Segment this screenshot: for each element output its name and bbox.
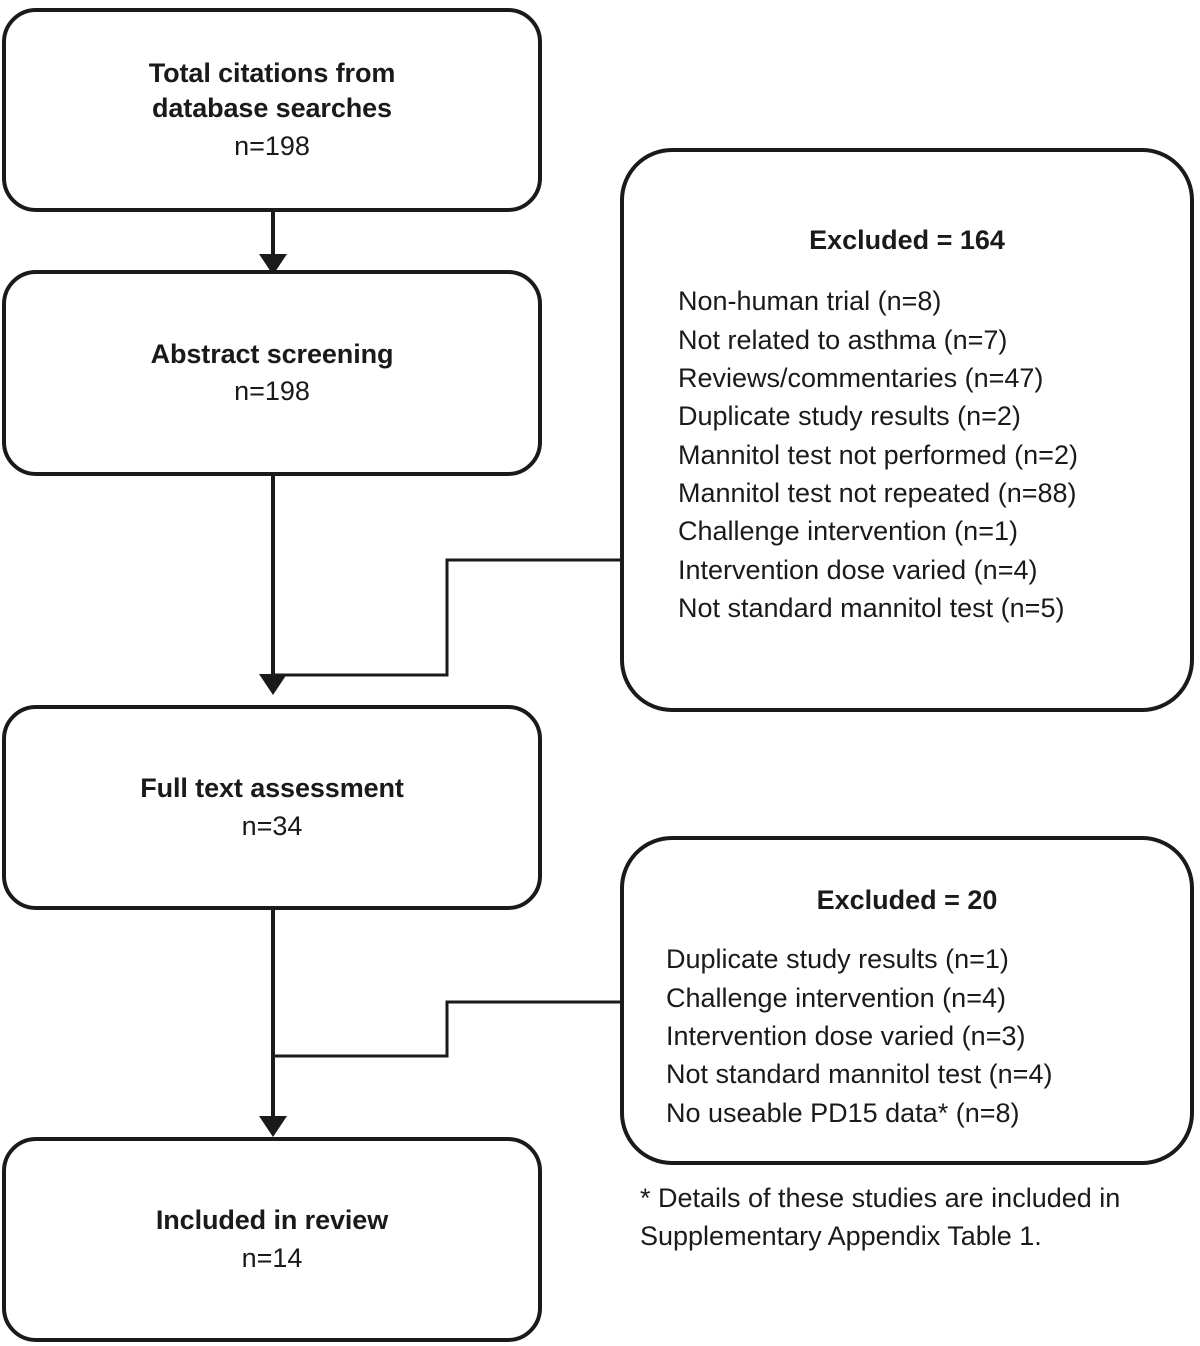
exclusion-reason-item: Duplicate study results (n=2) [678,401,1021,432]
exclusion-panel-full-text-assessment: Excluded = 20 Duplicate study results (n… [620,836,1194,1165]
exclusion-reason-item: No useable PD15 data* (n=8) [666,1097,1020,1128]
arrow-full-text-to-included [259,910,287,1137]
exclusion-heading: Excluded = 164 [809,225,1005,255]
leader-to-exclusion-panel-2 [273,1000,622,1058]
exclusion-reason-item: Reviews/commentaries (n=47) [678,363,1044,394]
exclusion-heading: Excluded = 20 [816,885,998,915]
stage-count: n=14 [241,1242,303,1273]
stage-title: Total citations from database searches [148,58,396,124]
stage-title: Included in review [155,1205,389,1236]
exclusion-reason-item: Mannitol test not repeated (n=88) [678,478,1077,509]
exclusion-reason-list: Duplicate study results (n=1) Challenge i… [624,940,1190,1132]
exclusion-reason-item: Duplicate study results (n=1) [666,944,1009,975]
stage-box-abstract-screening: Abstract screening n=198 [2,270,542,476]
exclusion-reason-item: Intervention dose varied (n=3) [666,1021,1026,1052]
leader-to-exclusion-panel-1 [273,558,622,677]
stage-box-included-in-review: Included in review n=14 [2,1137,542,1342]
exclusion-reason-list: Non-human trial (n=8) Not related to asth… [624,282,1190,627]
exclusion-reason-item: Challenge intervention (n=4) [666,982,1006,1013]
arrow-citations-to-abstract-screening [259,212,287,275]
exclusion-reason-item: Not standard mannitol test (n=5) [678,593,1065,624]
stage-count: n=198 [234,130,310,161]
exclusion-reason-item: Challenge intervention (n=1) [678,516,1018,547]
exclusion-reason-item: Not related to asthma (n=7) [678,324,1008,355]
exclusion-reason-item: Intervention dose varied (n=4) [678,554,1038,585]
exclusion-reason-item: Mannitol test not performed (n=2) [678,439,1078,470]
exclusion-panel-abstract-screening: Excluded = 164 Non-human trial (n=8) Not … [620,148,1194,712]
footnote-supplementary-appendix: * Details of these studies are included … [640,1183,1121,1251]
stage-title: Abstract screening [150,338,394,369]
stage-box-total-citations: Total citations from database searches n… [2,8,542,212]
stage-count: n=198 [234,376,310,406]
exclusion-reason-item: Not standard mannitol test (n=4) [666,1059,1053,1090]
exclusion-reason-item: Non-human trial (n=8) [678,286,942,317]
stage-box-full-text-assessment: Full text assessment n=34 [2,705,542,910]
stage-count: n=34 [241,810,303,841]
stage-title: Full text assessment [140,773,404,804]
arrow-abstract-screening-to-full-text [259,476,287,695]
